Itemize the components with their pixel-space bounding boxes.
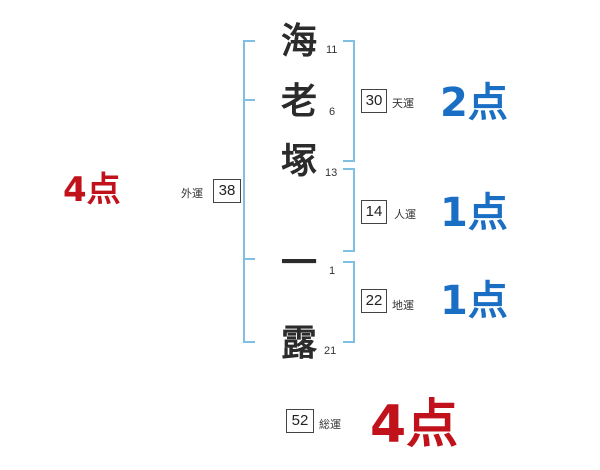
tenun-value-box: 30	[361, 89, 387, 113]
chiun-bracket	[343, 261, 355, 343]
gaiun-bracket-tick	[243, 258, 255, 260]
tenun-label: 天運	[392, 97, 414, 110]
stroke-count-1: 11	[326, 44, 338, 56]
name-char-2: 老	[280, 80, 317, 122]
gaiun-bracket-tick	[243, 99, 255, 101]
chiun-value-box: 22	[361, 289, 387, 313]
name-char-4: 一	[280, 242, 317, 284]
name-char-3: 塚	[280, 140, 317, 182]
name-char-1: 海	[280, 20, 317, 62]
name-char-5: 露	[280, 322, 317, 364]
jinun-bracket	[343, 168, 355, 252]
stroke-count-2: 6	[329, 106, 336, 118]
gaiun-label: 外運	[181, 187, 203, 200]
jinun-label: 人運	[394, 208, 416, 221]
chiun-label: 地運	[392, 299, 414, 312]
gaiun-value-box: 38	[213, 179, 241, 203]
stroke-count-5: 21	[324, 345, 337, 357]
tenun-score: 2点	[440, 80, 508, 126]
jinun-value-box: 14	[361, 200, 387, 224]
jinun-score: 1点	[440, 190, 508, 236]
gaiun-score: 4点	[63, 170, 121, 210]
souun-label: 総運	[319, 418, 341, 431]
chiun-score: 1点	[440, 278, 508, 324]
stroke-count-3: 13	[325, 167, 338, 179]
tenun-bracket	[343, 40, 355, 162]
souun-value-box: 52	[286, 409, 314, 433]
gaiun-bracket	[243, 40, 255, 343]
stroke-count-4: 1	[329, 265, 336, 277]
souun-score: 4点	[370, 395, 459, 455]
